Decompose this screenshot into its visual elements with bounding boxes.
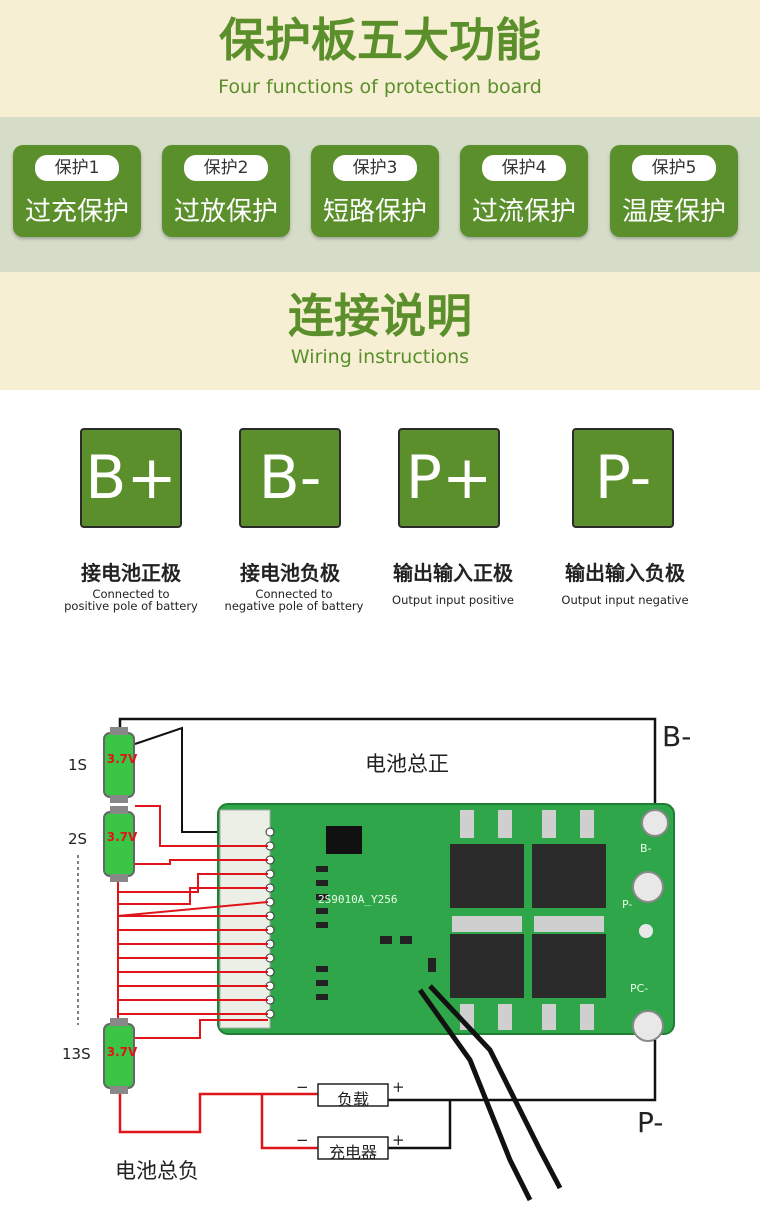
- terminal-p-plus-desc: Output input positive: [392, 593, 514, 607]
- terminal-b-plus-box: B+: [80, 428, 182, 528]
- header-band: [0, 0, 760, 117]
- terminal-p-minus-desc: Output input negative: [561, 593, 689, 607]
- page-subtitle: Four functions of protection board: [218, 76, 542, 98]
- charger-box: [317, 1136, 389, 1160]
- cell-1s-voltage: 3.7V: [106, 752, 138, 766]
- b-minus-label: B-: [662, 720, 692, 753]
- cell-13s-voltage: 3.7V: [106, 1045, 138, 1059]
- cell-13s-label: 13S: [62, 1045, 91, 1063]
- charger-minus-sign: −: [296, 1131, 309, 1149]
- function-tag: 保护2: [184, 155, 268, 181]
- load-label: 负载: [336, 1090, 369, 1109]
- ic-chip: [326, 826, 362, 854]
- wiring-title: 连接说明: [288, 289, 472, 343]
- terminal-b-minus-desc-1: Connected to: [255, 587, 333, 601]
- pad-small: [639, 924, 653, 938]
- cell-1s-label: 1S: [68, 756, 88, 774]
- battery-cell-2s: [103, 806, 135, 882]
- terminal-b-minus-box: B-: [239, 428, 341, 528]
- load-minus-sign: −: [296, 1078, 309, 1096]
- red-wire-total-negative: [118, 1090, 318, 1134]
- pcb-pad-b-text: B-: [640, 842, 652, 855]
- red-wire-charger: [260, 1094, 318, 1150]
- mosfet-group: [450, 810, 606, 1030]
- function-label: 过流保护: [471, 197, 576, 227]
- black-wire-p-minus: [388, 1040, 657, 1150]
- function-card-2: 保护2 过放保护: [162, 145, 290, 237]
- load-box: [317, 1083, 389, 1107]
- board-connector: [219, 809, 271, 1029]
- pad-p-minus: [632, 1010, 664, 1042]
- terminal-b-plus-desc-1: Connected to: [92, 587, 170, 601]
- connector-pins: [265, 827, 275, 1019]
- load-plus-sign: +: [392, 1078, 405, 1096]
- battery-cell-1s: [103, 727, 135, 803]
- small-components: [316, 866, 436, 1000]
- p-minus-label: P-: [637, 1106, 664, 1139]
- wiring-band: [0, 272, 760, 390]
- function-tag: 保护3: [333, 155, 417, 181]
- terminal-p-minus-box: P-: [572, 428, 674, 528]
- red-balance-wires: [117, 805, 269, 1039]
- pcb-model-text: 2S9010A_Y256: [318, 893, 397, 906]
- terminal-p-plus-label: 输出输入正极: [393, 561, 513, 585]
- terminal-b-plus-desc-2: positive pole of battery: [64, 599, 198, 613]
- page-title: 保护板五大功能: [219, 13, 541, 67]
- battery-total-negative-label: 电池总负: [115, 1159, 199, 1183]
- terminal-p-minus-label: 输出输入负极: [565, 561, 685, 585]
- charger-plus-sign: +: [392, 1131, 405, 1149]
- function-tag: 保护4: [482, 155, 566, 181]
- sensor-wire-2: [428, 984, 563, 1190]
- function-label: 短路保护: [322, 197, 427, 227]
- cell-2s-voltage: 3.7V: [106, 830, 138, 844]
- wiring-subtitle: Wiring instructions: [290, 346, 470, 368]
- terminal-b-plus-label: 接电池正极: [81, 561, 181, 585]
- pad-p-plus: [632, 871, 664, 903]
- cell-2s-label: 2S: [68, 830, 88, 848]
- function-card-5: 保护5 温度保护: [610, 145, 738, 237]
- function-label: 过放保护: [173, 197, 278, 227]
- function-card-3: 保护3 短路保护: [311, 145, 439, 237]
- function-tag: 保护1: [35, 155, 119, 181]
- charger-label: 充电器: [328, 1143, 377, 1162]
- function-card-1: 保护1 过充保护: [13, 145, 141, 237]
- battery-cell-13s: [103, 1018, 135, 1094]
- terminal-b-minus-desc-2: negative pole of battery: [224, 599, 364, 613]
- function-card-4: 保护4 过流保护: [460, 145, 588, 237]
- function-label: 过充保护: [24, 197, 129, 227]
- battery-total-positive-label: 电池总正: [365, 752, 449, 776]
- pcb-pad-p-text: P-: [622, 898, 632, 911]
- terminal-b-minus-label: 接电池负极: [240, 561, 340, 585]
- function-label: 温度保护: [621, 197, 726, 227]
- function-tag: 保护5: [632, 155, 716, 181]
- pad-b-minus: [641, 809, 669, 837]
- wiring-diagram: 2S9010A_Y256 B- P- PC-: [77, 717, 675, 1202]
- pcb-pad-pc-text: PC-: [630, 982, 648, 995]
- sensor-wire-1: [417, 988, 533, 1202]
- terminal-p-plus-box: P+: [398, 428, 500, 528]
